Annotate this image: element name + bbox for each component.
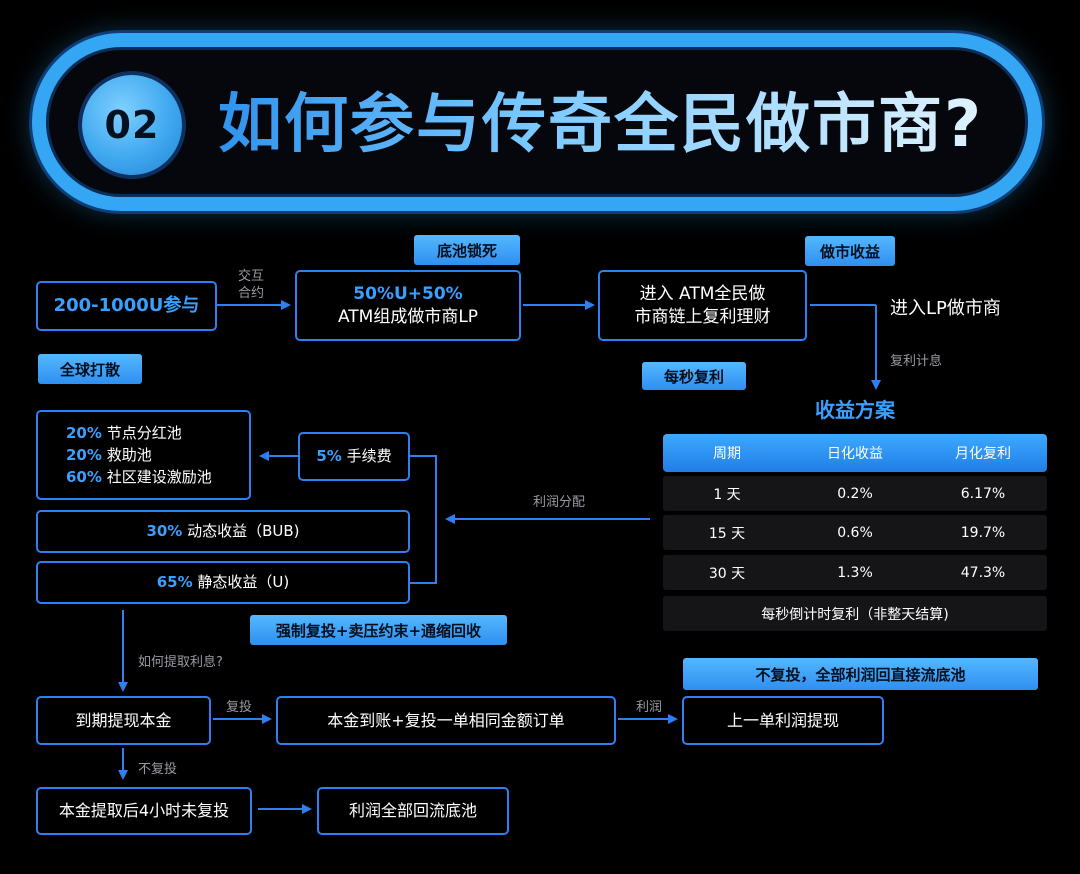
withdraw-question: 如何提取利息? [138,655,223,670]
interact-label-1: 交互 [238,269,265,284]
tag-no-reinvest-all: 不复投，全部利润回直接流底池 [683,658,1038,690]
lp-text: ATM组成做市商LP [337,306,479,327]
atm-line2: 市商链上复利理财 [634,306,771,327]
pools-list: 20% 节点分红池 20% 救助池 60% 社区建设激励池 [66,422,212,488]
dynamic-box: 30% 动态收益（BUB) [36,510,410,553]
table-row: 30 天 1.3% 47.3% [663,555,1047,590]
pool-item: 60% 社区建设激励池 [66,468,212,486]
table-cell: 47.3% [960,564,1006,581]
tag-global: 全球打散 [38,354,142,384]
table-row: 15 天 0.6% 19.7% [663,515,1047,550]
page-title: 如何参与传奇全民做市商? [218,80,983,170]
maturity-box: 到期提现本金 [36,696,211,745]
table-cell: 30 天 [708,565,746,582]
header-cell: 日化收益 [827,446,883,462]
tag-per-second: 每秒复利 [642,362,746,390]
fee-box: 5% 手续费 [298,432,410,481]
reinvest-label: 复投 [226,700,253,715]
table-cell: 0.2% [837,485,873,502]
table-row: 1 天 0.2% 6.17% [663,476,1047,511]
no-reinvest-label: 不复投 [138,762,178,777]
tag-mm-income: 做市收益 [805,236,895,266]
lp-box: 50%U+50% ATM组成做市商LP [295,270,521,341]
entry-label: 200-1000U参与 [53,294,200,316]
section-number-badge: 02 [82,75,182,175]
dynamic-text: 动态收益（BUB) [187,522,300,541]
interact-label-2: 合约 [238,286,265,301]
tag-forced: 强制复投+卖压约束+通缩回收 [250,615,507,645]
fee-pct: 5% [316,447,342,466]
last-profit-box: 上一单利润提现 [682,696,884,745]
atm-line1: 进入 ATM全民做 [639,283,766,304]
table-cell: 6.17% [960,485,1006,502]
table-cell: 1.3% [837,564,873,581]
plan-title: 收益方案 [815,398,895,422]
static-box: 65% 静态收益（U) [36,561,410,604]
pool-item: 20% 救助池 [66,446,152,464]
profit-dist-label: 利润分配 [533,495,586,510]
no-reinvest-box: 本金提取后4小时未复投 [36,787,252,835]
return-pool-box: 利润全部回流底池 [317,787,509,835]
reinvest-box: 本金到账+复投一单相同金额订单 [276,696,616,745]
static-text: 静态收益（U) [197,573,290,592]
interact-label: 交互 合约 [238,268,264,302]
enter-lp-label: 进入LP做市商 [890,298,1001,319]
entry-box: 200-1000U参与 [36,281,217,331]
static-pct: 65% [156,573,193,592]
fee-text: 手续费 [346,447,392,466]
plan-table-footer: 每秒倒计时复利（非整天结算) [663,596,1047,631]
dynamic-pct: 30% [146,522,183,541]
tag-lock-pool: 底池锁死 [414,235,520,265]
bracket-fee [410,455,437,584]
compound-label: 复利计息 [890,354,943,369]
table-cell: 1 天 [713,486,741,503]
table-cell: 0.6% [837,524,873,541]
header-cell: 周期 [713,446,741,462]
pool-item: 20% 节点分红池 [66,424,182,442]
atm-box: 进入 ATM全民做 市商链上复利理财 [598,270,807,341]
header-cell: 月化复利 [955,446,1011,462]
table-cell: 19.7% [960,524,1006,541]
profit-label: 利润 [636,700,663,715]
table-cell: 15 天 [708,525,746,542]
lp-highlight: 50%U+50% [353,283,463,304]
pools-box: 20% 节点分红池 20% 救助池 60% 社区建设激励池 [36,410,251,500]
plan-table-header: 周期 日化收益 月化复利 [663,434,1047,472]
